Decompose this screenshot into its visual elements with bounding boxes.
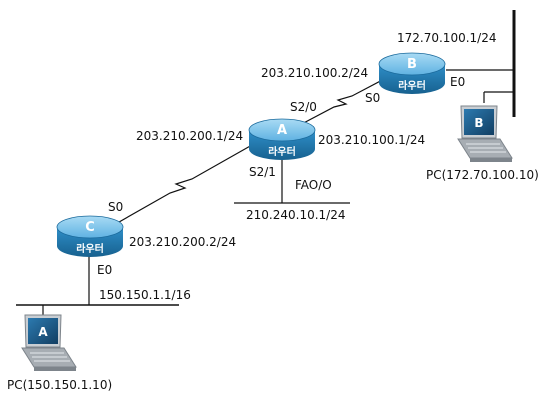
router-c-name: 라우터 <box>76 242 104 255</box>
serial-link-a-b <box>295 76 389 128</box>
serial-link-c-a <box>97 144 253 235</box>
router-a-fa-label: FAO/O <box>295 178 332 192</box>
pc-a-laptop[interactable] <box>21 314 77 371</box>
router-b-serial-ip: 203.210.100.2/24 <box>261 66 369 80</box>
router-c[interactable] <box>56 215 124 257</box>
router-a-name: 라우터 <box>268 145 296 158</box>
pc-a-letter: A <box>38 325 48 339</box>
router-a[interactable] <box>248 118 316 160</box>
router-b-letter: B <box>407 57 417 72</box>
router-a-right-ip: 203.210.100.1/24 <box>318 133 426 147</box>
router-b-s0-label: S0 <box>365 91 381 105</box>
pc-b-laptop[interactable] <box>457 105 513 162</box>
pc-b-letter: B <box>474 116 483 130</box>
router-b-e0-label: E0 <box>450 75 466 89</box>
router-a-s21-label: S2/1 <box>249 165 276 179</box>
router-b[interactable] <box>378 52 446 94</box>
router-a-left-ip: 203.210.200.1/24 <box>136 129 244 143</box>
router-c-ip: 203.210.200.2/24 <box>129 235 237 249</box>
pc-a-label: PC(150.150.1.10) <box>7 378 113 392</box>
router-b-name: 라우터 <box>398 79 426 92</box>
router-c-e0-label: E0 <box>97 263 113 277</box>
router-a-lan-ip: 210.240.10.1/24 <box>246 208 346 222</box>
pc-b-label: PC(172.70.100.10) <box>426 168 539 182</box>
router-c-s0-label: S0 <box>108 200 124 214</box>
router-c-letter: C <box>85 220 95 235</box>
router-a-s20-label: S2/0 <box>290 100 317 114</box>
router-c-lan-ip: 150.150.1.1/16 <box>99 288 191 302</box>
router-a-letter: A <box>277 123 287 138</box>
router-b-lan-ip: 172.70.100.1/24 <box>397 31 497 45</box>
